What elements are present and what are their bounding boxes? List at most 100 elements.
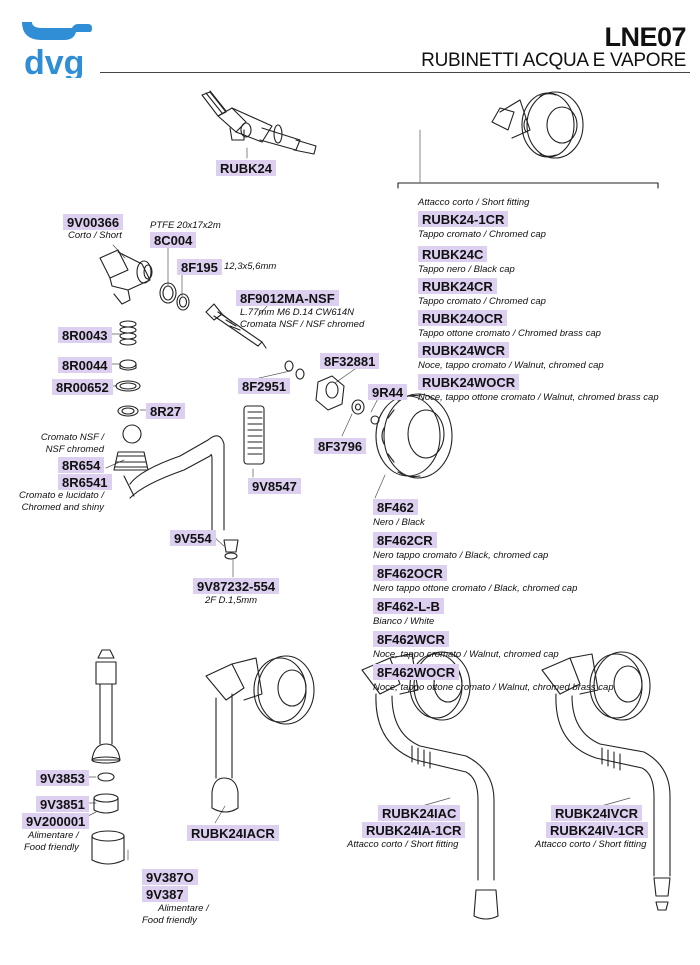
label-8r00652: 8R00652 [52,379,113,395]
8f3796-washer-drawing [351,399,365,415]
note-8f9012-1: L.77mm M6 D.14 CW614N [240,307,355,318]
knob-item-note: Nero tappo ottone cromato / Black, chrom… [373,583,578,594]
cap-item-note: Tappo nero / Black cap [418,264,515,275]
label-9v8547: 9V8547 [248,478,301,494]
cap-item-code: RUBK24WCR [418,342,510,358]
rubk24ivcr-drawing [541,651,671,911]
note-8r6541-2: Chromed and shiny [21,502,104,513]
knob-item-code: 8F462-L-B [373,598,444,614]
label-8r27: 8R27 [146,403,186,419]
8f462-knob-drawing [375,393,453,479]
note-8r654-1: Cromato NSF / [40,432,104,443]
8f32881-nut-drawing [315,375,345,411]
note-food-3: Alimentare / [158,903,209,914]
label-8r654: 8R654 [58,457,105,473]
9v00366-fitting-drawing [99,249,153,305]
note-short-fitting-iv: Attacco corto / Short fitting [535,839,647,850]
label-9v00366: 9V00366 [63,214,124,230]
knob-list-footer: Noce, tappo ottone cromato / Walnut, chr… [373,682,614,693]
note-8r654-2: NSF chromed [45,444,104,455]
knob-item: 8F462WOCR [373,664,614,682]
label-8c004: 8C004 [150,232,197,248]
note-food-4: Food friendly [142,915,197,926]
label-9r44: 9R44 [368,384,408,400]
8f2951-oring-drawing [284,360,294,372]
label-8r0043: 8R0043 [58,327,112,343]
knob-item-note: Nero tappo cromato / Black, chromed cap [373,550,549,561]
cap-item-code: RUBK24-1CR [418,211,509,227]
note-8f195: 12,3x5,6mm [224,261,277,272]
cap-item-note: Tappo cromato / Chromed cap [418,229,546,240]
cap-list-footer: Noce, tappo ottone cromato / Walnut, chr… [418,392,659,403]
9v554-tip-drawing [223,539,239,560]
cap-list-bracket [397,182,659,189]
logo-text: dvg [24,44,84,78]
label-9v387: 9V387 [142,886,188,902]
knob-variants-list: 8F462 Nero / Black 8F462CR Nero tappo cr… [373,499,614,694]
label-8f195: 8F195 [177,259,222,275]
knob-item-note: Bianco / White [373,616,435,627]
knob-item-code: 8F462WOCR [373,664,460,680]
8c004-washer-drawing [159,282,177,304]
dvg-logo: dvg [22,22,92,78]
cap-list-header: Attacco corto / Short fitting [418,197,530,208]
knob-item-code: 8F462CR [373,532,437,548]
label-rubk24iv-1cr: RUBK24IV-1CR [546,822,648,838]
label-rubk24iacr: RUBK24IACR [187,825,279,841]
cap-item-code: RUBK24WOCR [418,374,520,390]
9v8547-sleeve-drawing [243,405,265,465]
note-food-1: Alimentare / [28,830,79,841]
cold-wand-drawing [91,649,121,764]
9v387-sleeve-drawing [91,830,125,865]
knob-item: 8F462OCR Nero tappo ottone cromato / Bla… [373,565,614,595]
note-short-fitting-ia: Attacco corto / Short fitting [347,839,459,850]
cap-item: RUBK24WOCR [418,374,659,392]
rubk24iacr-drawing [205,655,315,813]
note-food-2: Food friendly [24,842,79,853]
label-rubk24ivcr: RUBK24IVCR [551,805,643,821]
cap-item: RUBK24-1CR Tappo cromato / Chromed cap [418,211,659,241]
label-8r0044: 8R0044 [58,357,112,373]
spring-drawing [119,320,137,346]
note-ptfe: PTFE 20x17x2m [150,220,221,231]
label-rubk24iac: RUBK24IAC [378,805,461,821]
cap-item-note: Tappo cromato / Chromed cap [418,296,546,307]
header-divider [100,72,690,73]
8r0044-drawing [119,359,137,371]
knob-item-code: 8F462 [373,499,418,515]
cap-item-note: Noce, tappo cromato / Walnut, chromed ca… [418,360,604,371]
knob-item: 8F462 Nero / Black [373,499,614,529]
knob-item: 8F462CR Nero tappo cromato / Black, chro… [373,532,614,562]
label-rubk24ia-1cr: RUBK24IA-1CR [362,822,466,838]
label-8f2951: 8F2951 [238,378,291,394]
note-8f9012-2: Cromata NSF / NSF chromed [240,319,365,330]
knob-item-note: Nero / Black [373,517,425,528]
cap-variants-list: Attacco corto / Short fitting RUBK24-1CR… [418,197,659,404]
catalog-code: LNE07 [604,22,686,52]
label-9v3853: 9V3853 [36,770,89,786]
rubk24-valve-drawing [201,90,317,155]
cap-item-code: RUBK24C [418,246,488,262]
knob-item: 8F462-L-B Bianco / White [373,598,614,628]
note-9v00366: Corto / Short [68,230,122,241]
9v3851-aerator-drawing [93,793,119,814]
label-8r6541: 8R6541 [58,474,112,490]
note-9v87232: 2F D.1,5mm [205,595,258,606]
knob-item-note: Noce, tappo cromato / Walnut, chromed ca… [373,649,559,660]
label-9v3851: 9V3851 [36,796,89,812]
knob-item-code: 8F462WCR [373,631,449,647]
steam-wand-drawing [113,424,225,531]
8f9012-stem-drawing [205,303,267,349]
label-rubk24: RUBK24 [216,160,277,176]
rubk24-cap-valve-drawing [491,91,584,159]
label-8f32881: 8F32881 [320,353,380,369]
cap-item: RUBK24CR Tappo cromato / Chromed cap [418,278,659,308]
label-9v200001: 9V200001 [22,813,90,829]
9v3853-drawing [97,772,115,782]
cap-item: RUBK24C Tappo nero / Black cap [418,246,659,276]
knob-item-code: 8F462OCR [373,565,447,581]
label-9v387o: 9V387O [142,869,198,885]
cap-item: RUBK24OCR Tappo ottone cromato / Chromed… [418,310,659,340]
label-9v554: 9V554 [170,530,216,546]
